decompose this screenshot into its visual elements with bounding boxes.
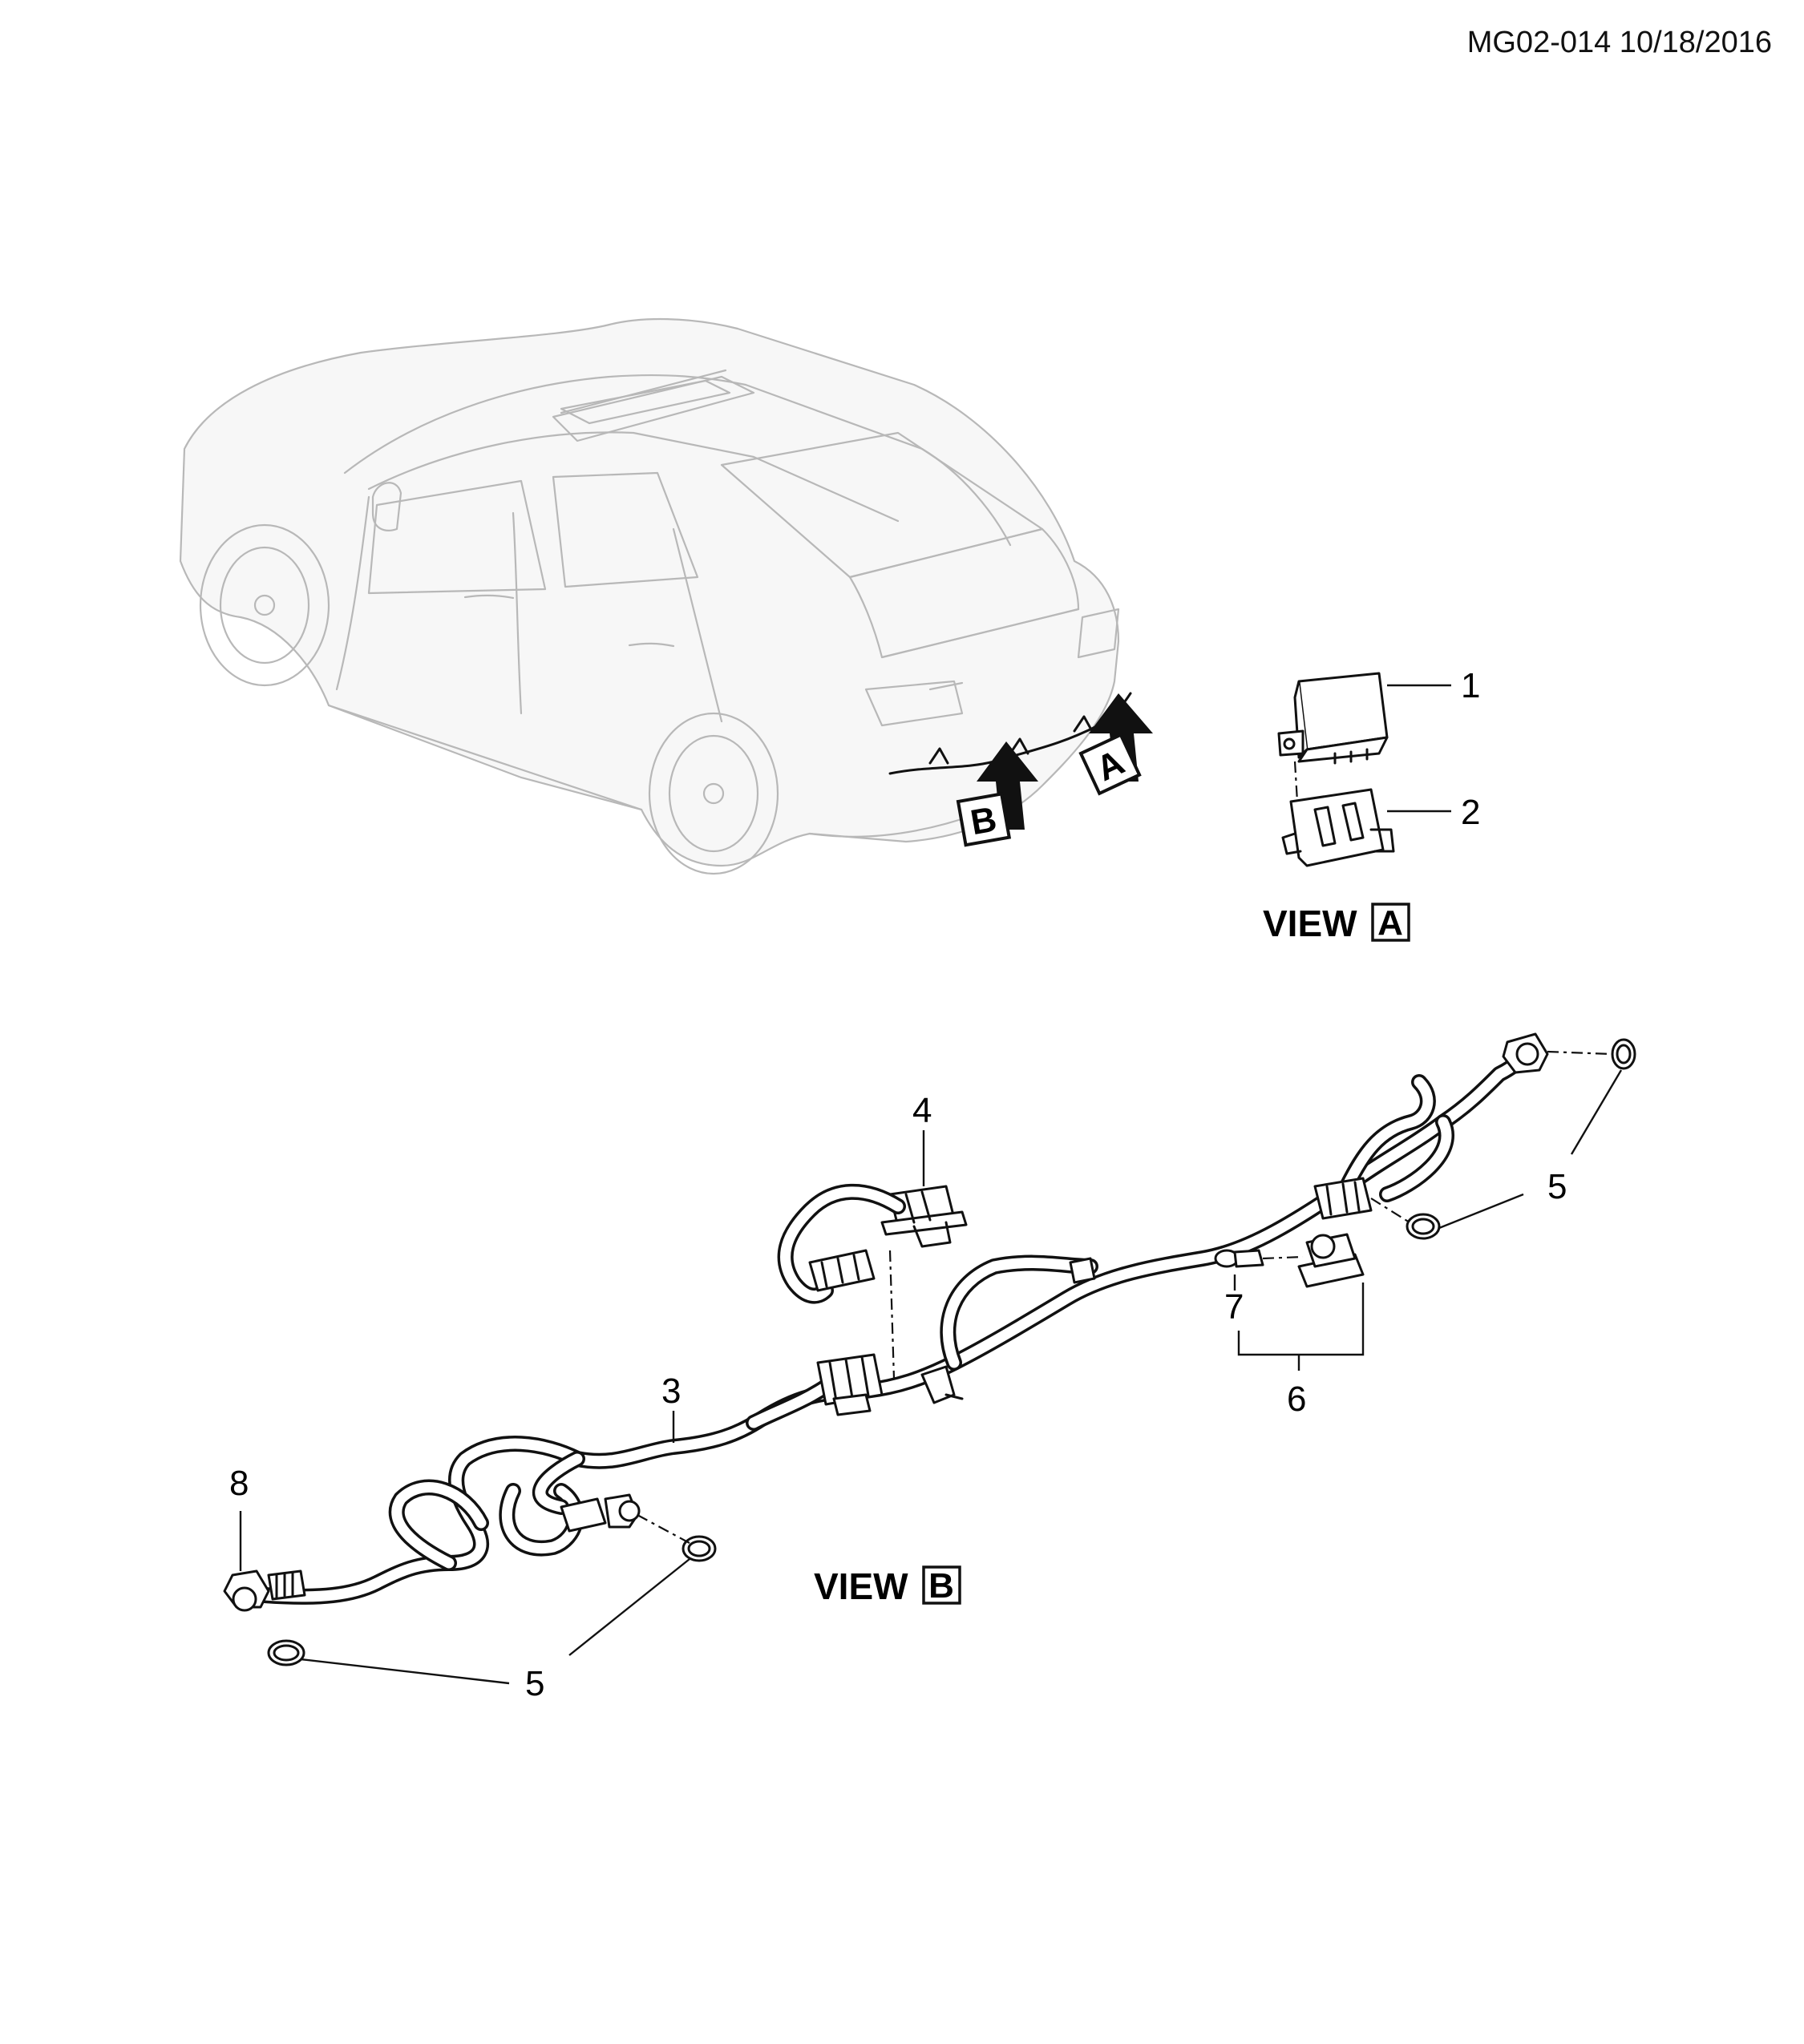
callout-8-number: 8 xyxy=(229,1464,249,1503)
callout-2-number: 2 xyxy=(1461,793,1480,832)
callout-1-number: 1 xyxy=(1461,666,1480,705)
module-to-bracket-dashline xyxy=(1293,761,1299,802)
callout-5-left-leader-upper xyxy=(568,1558,690,1656)
view-a-caption-word: VIEW xyxy=(1263,903,1357,944)
callout-5-right-number: 5 xyxy=(1547,1167,1567,1206)
callout-5-left-leader xyxy=(300,1658,510,1685)
sedan-outline-icon xyxy=(179,317,1132,875)
view-b-caption-letter: B xyxy=(928,1566,954,1606)
parking-sensor-icon xyxy=(560,1493,641,1533)
sensor-retainer-ring-icon xyxy=(1611,1038,1636,1070)
callout-5-right-leader-upper xyxy=(1570,1069,1623,1155)
mounting-bracket-icon xyxy=(1281,788,1395,867)
camera-dashline xyxy=(888,1250,896,1379)
camera-connector xyxy=(808,1249,876,1292)
arrow-b: B xyxy=(956,741,1038,847)
view-b-caption-word: VIEW xyxy=(814,1565,908,1607)
document-stamp: MG02-014 10/18/2016 xyxy=(1466,26,1772,59)
control-module-icon xyxy=(1277,672,1389,765)
callout-6-number: 6 xyxy=(1287,1379,1306,1419)
parking-sensor-icon xyxy=(223,1569,306,1612)
bulb xyxy=(1214,1249,1264,1268)
arrow-a-label: A xyxy=(1078,733,1142,796)
thick-up-arrow-icon xyxy=(977,741,1038,830)
parking-sensor-icon xyxy=(1313,1177,1373,1220)
callout-5-right-leader xyxy=(1438,1193,1524,1230)
harness-clips xyxy=(920,1257,1096,1404)
callout-6-bracket xyxy=(1237,1283,1365,1371)
wiring-harness xyxy=(257,1042,1531,1605)
view-b-caption-box xyxy=(922,1565,961,1605)
rear-camera-icon xyxy=(880,1185,968,1248)
lamp-dashline xyxy=(1262,1255,1304,1260)
view-a: 1 2 VIEW A xyxy=(1263,666,1480,944)
parking-sensor-icon xyxy=(1502,1032,1549,1074)
view-a-caption-box xyxy=(1371,903,1410,942)
callout-3-number: 3 xyxy=(661,1371,681,1411)
license-lamp-icon xyxy=(1297,1233,1365,1288)
callout-4-number: 4 xyxy=(912,1091,932,1130)
arrow-a: A xyxy=(1078,693,1153,796)
retainer-dashline xyxy=(637,1514,690,1544)
retainer-dashline xyxy=(1370,1198,1410,1223)
callout-5-left-number: 5 xyxy=(525,1664,544,1703)
view-a-caption-letter: A xyxy=(1377,903,1403,943)
view-b: 3 4 5 5 6 7 8 VIEW B xyxy=(223,1032,1636,1703)
arrow-b-label: B xyxy=(956,792,1012,847)
retainer-dashline xyxy=(1547,1050,1612,1056)
harness-connector xyxy=(816,1353,884,1416)
callout-7-number: 7 xyxy=(1224,1287,1244,1327)
